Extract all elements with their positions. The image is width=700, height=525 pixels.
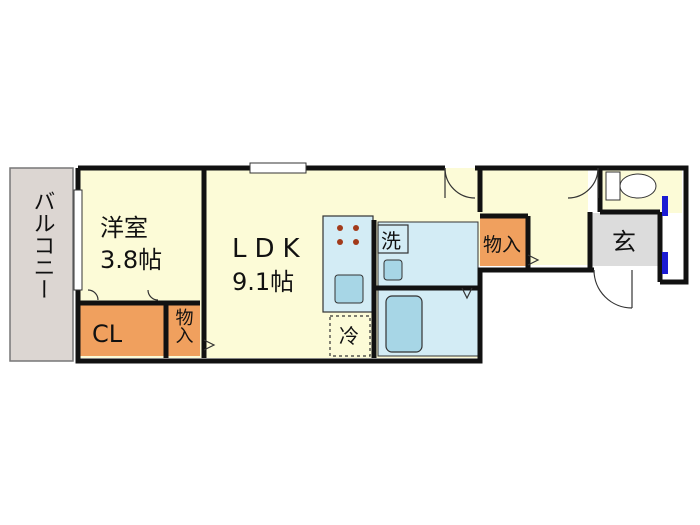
- ldk-size: 9.1帖: [232, 268, 294, 296]
- fridge-label: 冷: [339, 324, 359, 348]
- washer-label: 洗: [381, 229, 401, 253]
- bathtub: [385, 295, 423, 353]
- ldk-name: LDK: [232, 234, 308, 264]
- wash-basin: [383, 259, 403, 281]
- closet-label: CL: [92, 320, 123, 348]
- walls: [75, 165, 689, 364]
- entrance-label: 玄: [612, 228, 636, 256]
- balcony-label: バルコニー: [30, 190, 55, 300]
- western-window: [73, 189, 83, 291]
- kitchen-sink: [334, 274, 364, 304]
- western-room-size: 3.8帖: [100, 246, 162, 274]
- door-swings: [87, 167, 633, 309]
- western-room-name: 洋室: [100, 214, 148, 242]
- toilet-bowl: [619, 173, 657, 199]
- door-markers: [203, 254, 540, 351]
- fridge-space: [329, 315, 371, 357]
- storage-hall-label: 物入: [483, 234, 521, 256]
- stove-burners: [337, 225, 359, 245]
- washer-space: [377, 224, 409, 254]
- window-marker-top: [662, 196, 668, 216]
- balcony-area: [9, 167, 74, 362]
- entrance-area: [590, 213, 660, 266]
- closet-area: [80, 303, 166, 356]
- storage-hall-area: [480, 218, 527, 266]
- window-marker-bottom: [662, 252, 668, 274]
- storage-small-area: [166, 303, 200, 356]
- ldk-window: [249, 162, 307, 174]
- storage-small-label: 物入: [173, 308, 194, 344]
- toilet-tank: [605, 171, 621, 201]
